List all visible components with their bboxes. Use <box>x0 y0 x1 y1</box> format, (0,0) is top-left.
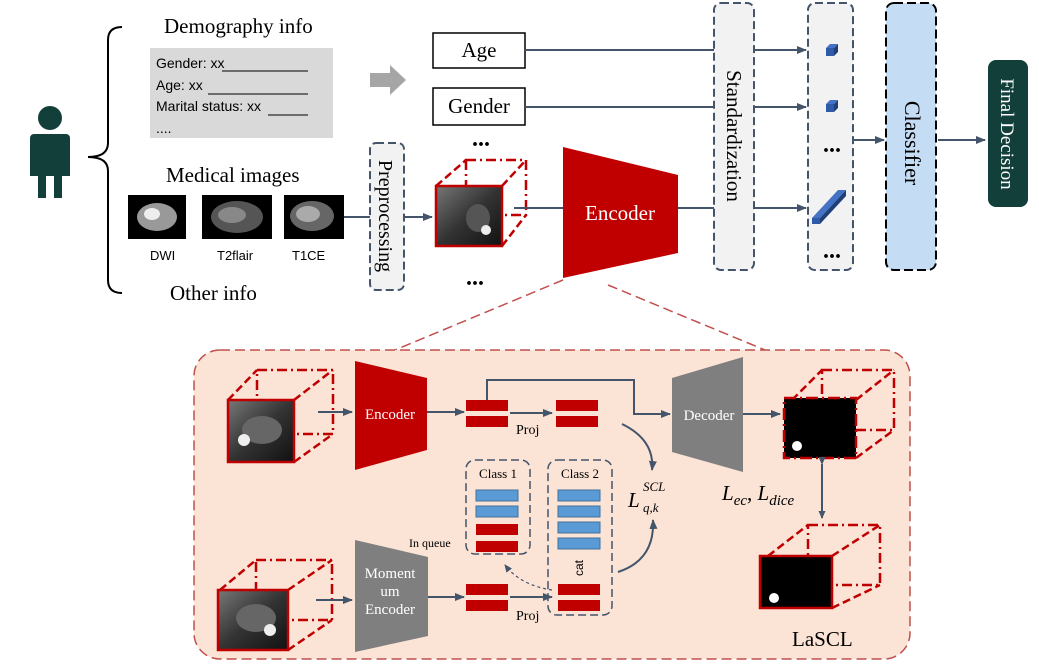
feature-pq-1 <box>556 400 598 411</box>
feature-bar-image <box>812 190 846 224</box>
lascl-output-cube <box>782 368 896 460</box>
gender-input-box <box>432 87 526 126</box>
svg-text:Lec, Ldice: Lec, Ldice <box>721 481 795 509</box>
class2-feat-4 <box>557 537 601 550</box>
ellipsis-images: ... <box>466 265 484 291</box>
feature-column <box>807 2 854 271</box>
momentum-encoder <box>355 540 428 652</box>
class1-feat-3 <box>476 524 518 535</box>
t1ce-image <box>284 195 344 239</box>
class1-queue <box>465 459 531 555</box>
final-decision-box <box>988 60 1028 207</box>
lascl-title: LaSCL <box>792 627 853 651</box>
proj-label-top: Proj <box>516 423 539 438</box>
in-queue-label: In queue <box>409 536 451 550</box>
class2-feat-3 <box>557 521 601 534</box>
enqueue-arrow <box>504 564 553 591</box>
other-info-label: Other info <box>170 281 257 305</box>
feature-pq-2 <box>556 416 598 427</box>
class1-feat-2 <box>475 505 519 518</box>
feature-k-1 <box>466 584 508 595</box>
lascl-input-cube-top <box>226 368 335 464</box>
seg-loss-label: Lec, Ldice <box>721 481 795 509</box>
feature-cube-age <box>826 44 838 56</box>
zoom-line-left <box>394 279 564 351</box>
ellipsis-features-mid: ... <box>823 132 841 158</box>
lascl-encoder <box>355 361 427 470</box>
class2-feat-6 <box>558 600 600 611</box>
class2-feat-2 <box>557 505 601 518</box>
lascl-decoder-label: Decoder <box>684 408 735 424</box>
class2-feat-1 <box>557 489 601 502</box>
feature-q-2 <box>466 416 508 427</box>
curve-bottom-to-loss <box>617 519 658 573</box>
curve-top-to-loss <box>621 423 657 471</box>
person-icon <box>30 106 70 198</box>
standardization-label: Standardization <box>722 70 746 202</box>
final-decision-label: Final Decision <box>996 78 1017 190</box>
class2-label: Class 2 <box>561 466 599 481</box>
main-encoder-label: Encoder <box>585 201 655 225</box>
lascl-groundtruth-cube <box>758 523 882 610</box>
age-input-box <box>432 32 526 69</box>
ellipsis-inputs: ... <box>472 126 490 152</box>
medical-title: Medical images <box>166 163 300 187</box>
svg-text:q,k: q,k <box>643 500 659 515</box>
zoom-line-right <box>607 284 766 351</box>
proj-label-bottom: Proj <box>516 609 539 624</box>
class1-feat-4 <box>476 541 518 552</box>
feature-cube-gender <box>826 100 838 112</box>
demography-field-more: .... <box>156 120 172 136</box>
gender-input-label: Gender <box>448 94 510 118</box>
class1-feat-1 <box>475 489 519 502</box>
main-encoder <box>563 147 678 278</box>
momentum-encoder-label-2: um <box>380 584 400 600</box>
image-label-t2flair: T2flair <box>217 248 254 263</box>
demography-field-age: Age: xx <box>156 77 203 93</box>
lascl-panel <box>193 349 911 660</box>
image-label-t1ce: T1CE <box>292 248 326 263</box>
momentum-encoder-label-1: Moment <box>365 566 417 582</box>
momentum-encoder-label-3: Encoder <box>365 602 415 618</box>
svg-text:L: L <box>627 488 640 512</box>
classifier-box <box>885 2 937 271</box>
skip-connection <box>486 379 671 418</box>
lascl-input-cube-bottom <box>216 558 334 652</box>
lascl-encoder-label: Encoder <box>365 407 415 423</box>
classifier-label: Classifier <box>900 101 925 186</box>
demography-field-gender: Gender: xx <box>156 55 224 71</box>
ellipsis-features-bottom: ... <box>823 238 841 264</box>
standardization-box <box>713 2 755 271</box>
feature-q-1 <box>466 400 508 411</box>
demography-field-marital: Marital status: xx <box>156 98 261 114</box>
class2-queue <box>547 459 613 616</box>
t2flair-image <box>202 195 272 239</box>
demography-title: Demography info <box>164 14 313 38</box>
svg-text:SCL: SCL <box>643 479 665 494</box>
mri-volume-cube-top <box>434 158 528 248</box>
class1-label: Class 1 <box>479 466 517 481</box>
cat-label: cat <box>572 559 586 576</box>
scl-loss-label: L SCL q,k <box>627 479 665 515</box>
gray-arrow-icon <box>370 65 406 95</box>
feature-k-2 <box>466 600 508 611</box>
lascl-decoder <box>672 357 743 472</box>
dwi-image <box>128 195 186 239</box>
class2-feat-5 <box>558 584 600 595</box>
grouping-brace <box>87 26 123 294</box>
image-label-dwi: DWI <box>150 248 175 263</box>
demography-card <box>150 48 333 138</box>
preprocessing-label: Preprocessing <box>374 160 396 272</box>
age-input-label: Age <box>462 38 497 62</box>
